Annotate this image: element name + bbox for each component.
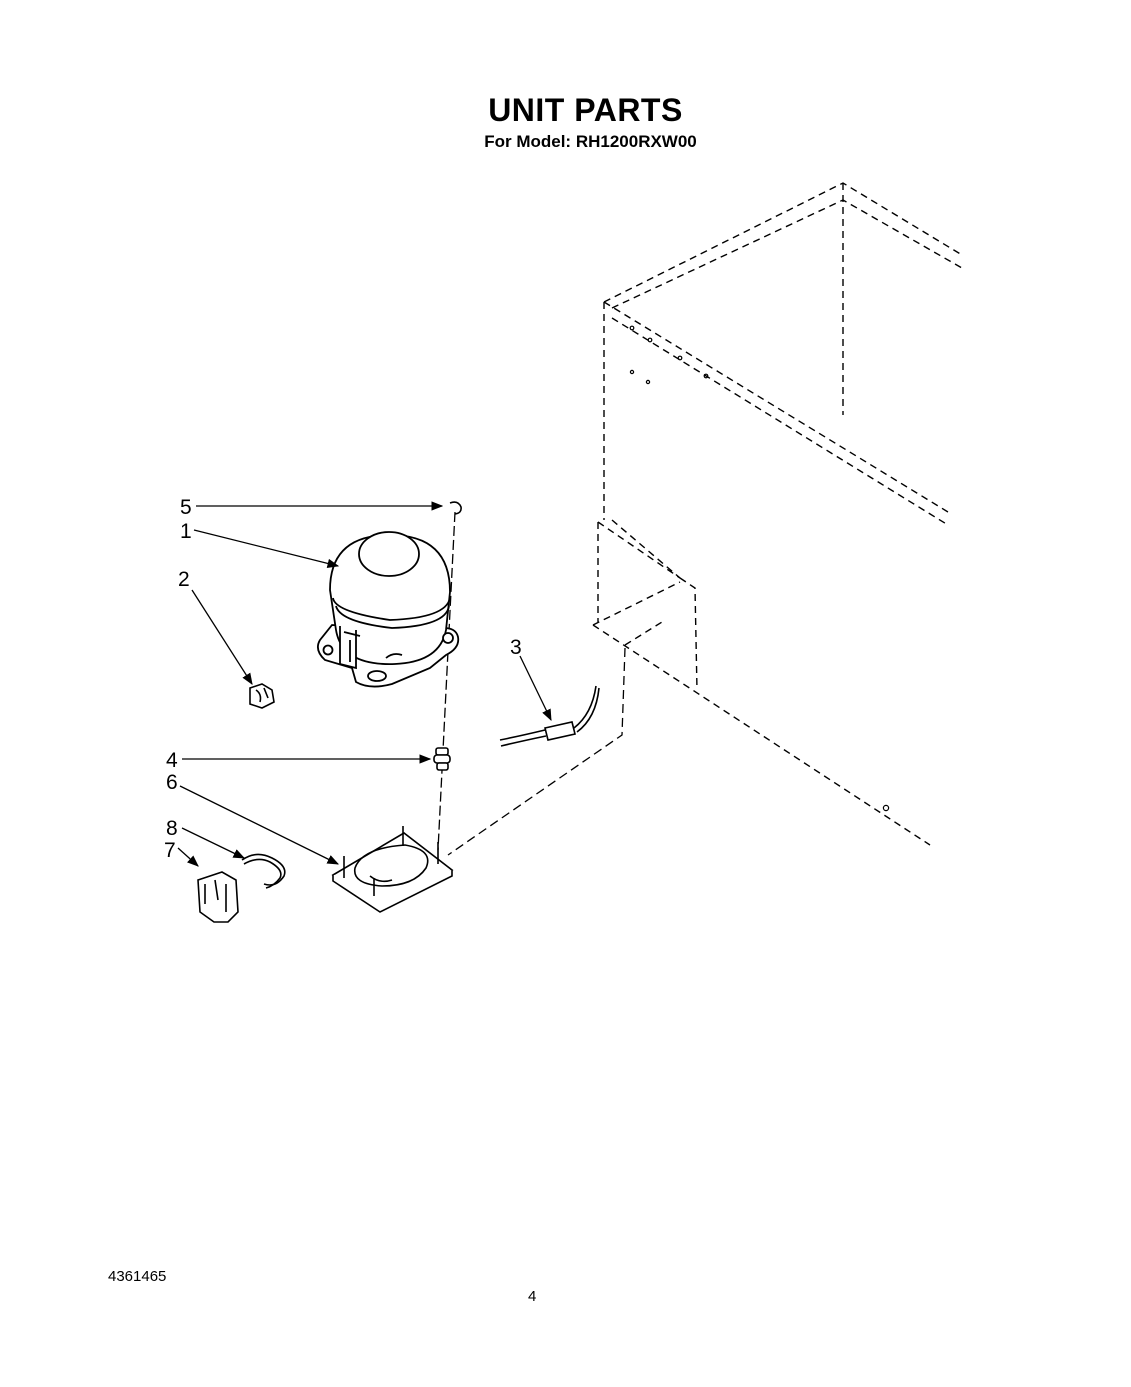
mounting-stud-line	[437, 511, 456, 851]
page-number: 4	[528, 1288, 537, 1305]
cabinet-outline	[592, 182, 963, 846]
cabinet-holes	[629, 325, 890, 812]
callout-7: 7	[164, 839, 176, 862]
clip-part-5	[449, 501, 462, 515]
leader-3	[519, 655, 552, 722]
grommet-part-4	[433, 747, 451, 771]
callout-3: 3	[510, 636, 522, 659]
callout-6: 6	[166, 771, 178, 794]
drier-part-3	[499, 685, 600, 747]
terminal-cover-part-7	[197, 871, 239, 923]
relay-part-2	[249, 683, 275, 709]
callout-labels: 5 1 2 3 4 6 8 7	[164, 496, 522, 862]
page-title: UNIT PARTS	[488, 92, 683, 128]
document-number: 4361465	[108, 1268, 167, 1285]
callout-2: 2	[178, 568, 190, 591]
model-subtitle: For Model: RH1200RXW00	[484, 132, 697, 151]
callout-leaders	[177, 501, 552, 867]
callout-8: 8	[166, 817, 178, 840]
callout-5: 5	[180, 496, 192, 519]
base-plate-part-6	[331, 826, 454, 913]
leader-2	[191, 589, 253, 685]
compressor-part-1	[316, 531, 460, 688]
leader-8	[181, 827, 246, 859]
leader-7	[177, 847, 199, 867]
leader-1	[193, 529, 340, 568]
wire-clip-part-8	[241, 853, 286, 889]
leader-6	[179, 785, 340, 865]
callout-4: 4	[166, 749, 178, 772]
callout-1: 1	[180, 520, 192, 543]
tubing-line	[447, 647, 626, 856]
